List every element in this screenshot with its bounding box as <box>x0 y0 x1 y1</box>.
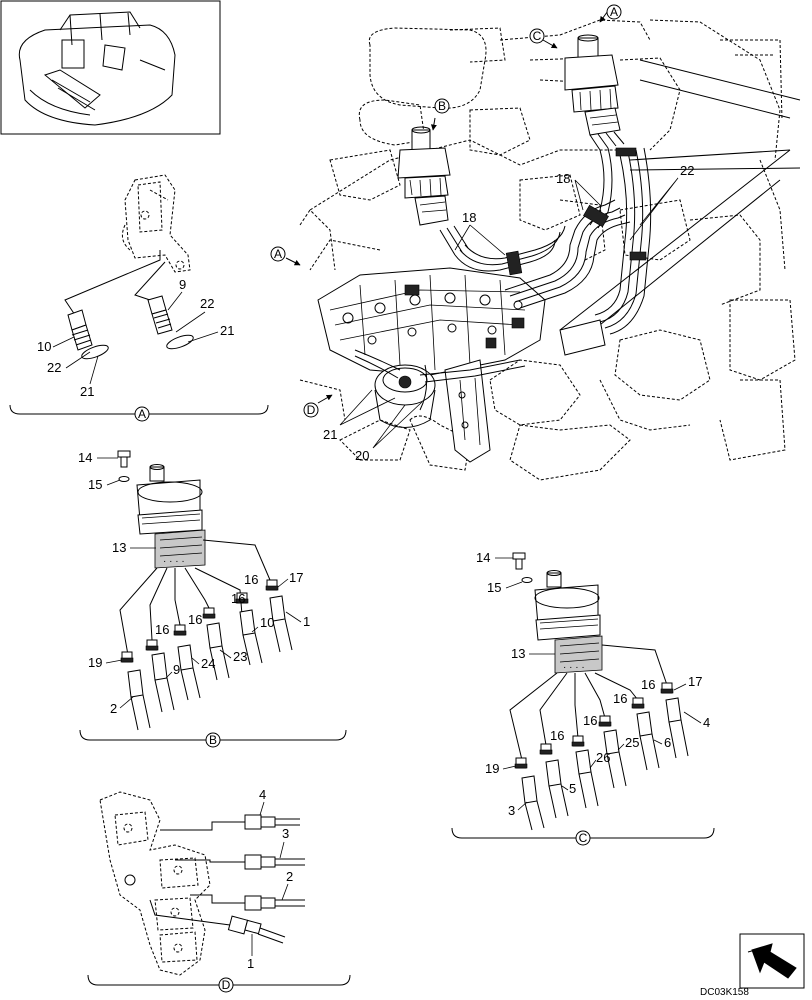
view-b-callout-16-c: 16 <box>188 612 202 627</box>
view-marker-a-left-text: A <box>274 247 282 261</box>
view-c-marker-text: C <box>579 831 588 845</box>
side-plate <box>444 359 491 463</box>
view-marker-c <box>529 28 545 44</box>
view-marker-c-text: C <box>533 29 542 43</box>
forward-direction-symbol <box>739 933 805 989</box>
view-marker-b <box>434 98 450 114</box>
view-d-marker-text: D <box>222 978 231 992</box>
pilot-valve-b <box>397 126 451 226</box>
view-b-callout-16-a: 16 <box>244 572 258 587</box>
arrow-a-left <box>285 257 301 266</box>
view-marker-d <box>303 402 319 418</box>
hose-clamp <box>629 251 647 261</box>
view-b-callout-16-d: 16 <box>155 622 169 637</box>
view-a-callout-21-right: 21 <box>220 323 234 338</box>
view-c-callout-26: 26 <box>596 750 610 765</box>
view-marker-d-text: D <box>307 403 316 417</box>
view-b-callout-23: 23 <box>233 649 247 664</box>
view-b-marker-text: B <box>209 733 217 747</box>
view-b-callout-1: 1 <box>303 614 310 629</box>
arrow-c <box>542 39 558 49</box>
view-marker-a-top-text: A <box>610 5 618 19</box>
view-b-body-marks: · · · · <box>163 556 185 567</box>
view-c-callout-17: 17 <box>688 674 702 689</box>
view-c-hose-ends <box>521 697 689 831</box>
view-b-callout-15: 15 <box>88 477 102 492</box>
view-b-hose-ends <box>127 595 293 731</box>
callout-18-right: 18 <box>556 171 570 186</box>
view-b-fittings <box>120 579 279 663</box>
view-c-callout-25: 25 <box>625 735 639 750</box>
arrow-d <box>317 394 333 404</box>
view-c-callout-16-b: 16 <box>613 691 627 706</box>
view-b-callout-10: 10 <box>260 615 274 630</box>
machine-thumbnail <box>0 0 221 135</box>
view-a-callout-10: 10 <box>37 339 51 354</box>
view-b: · · · · <box>78 450 347 748</box>
callout-21: 21 <box>323 427 337 442</box>
view-d-callout-3: 3 <box>282 826 289 841</box>
arrow-b <box>430 117 437 131</box>
view-a-marker-text: A <box>138 407 146 421</box>
view-d-callout-2: 2 <box>286 869 293 884</box>
view-b-callout-2: 2 <box>110 701 117 716</box>
callout-20: 20 <box>355 448 369 463</box>
view-c-callout-5: 5 <box>569 781 576 796</box>
drawing-code: DC03K158 <box>700 987 749 998</box>
view-c-callout-19: 19 <box>485 761 499 776</box>
thumbnail-frame <box>0 0 221 135</box>
view-b-callout-24: 24 <box>201 656 215 671</box>
view-d-callout-1: 1 <box>247 956 254 971</box>
hose-clamp <box>583 204 609 228</box>
view-marker-b-text: B <box>438 99 446 113</box>
view-c-callout-3: 3 <box>508 803 515 818</box>
view-b-callout-13: 13 <box>112 540 126 555</box>
view-b-callout-19: 19 <box>88 655 102 670</box>
hose-clamp <box>505 250 523 276</box>
pilot-valve-c <box>564 34 625 151</box>
view-a-callout-22-top: 22 <box>200 296 214 311</box>
view-c-callout-13: 13 <box>511 646 525 661</box>
view-c-callout-14: 14 <box>476 550 490 565</box>
view-b-callout-9: 9 <box>173 662 180 677</box>
view-c-callout-16-c: 16 <box>583 713 597 728</box>
callout-18-left: 18 <box>462 210 476 225</box>
mounting-bracket <box>559 319 606 356</box>
view-d-callout-4: 4 <box>259 787 266 802</box>
view-d: 4 3 2 1 D <box>87 787 351 993</box>
view-d-marker <box>218 977 234 993</box>
view-b-callout-17: 17 <box>289 570 303 585</box>
view-c-marker <box>575 830 591 846</box>
view-a-callout-22-bottom: 22 <box>47 360 61 375</box>
view-a: 9 22 21 10 22 21 A <box>9 174 269 422</box>
view-c-callout-16-a: 16 <box>641 677 655 692</box>
view-c-callout-4: 4 <box>703 715 710 730</box>
control-valve <box>317 267 546 376</box>
view-b-callout-16-b: 16 <box>231 591 245 606</box>
hose-clamp <box>615 147 637 157</box>
view-c: · · · · <box>451 550 715 846</box>
view-c-body-marks: · · · · <box>563 662 585 673</box>
view-marker-a-top <box>606 4 622 20</box>
view-c-callout-6: 6 <box>664 735 671 750</box>
view-c-fittings <box>514 682 674 769</box>
callout-22: 22 <box>680 163 694 178</box>
view-a-callout-9: 9 <box>179 277 186 292</box>
view-c-callout-16-d: 16 <box>550 728 564 743</box>
view-a-callout-21-bottom: 21 <box>80 384 94 399</box>
view-a-marker <box>134 406 150 422</box>
view-d-fittings <box>227 814 305 944</box>
view-marker-a-left <box>270 246 286 262</box>
view-c-callout-15: 15 <box>487 580 501 595</box>
main-overview-view: A B C A D 18 18 22 21 20 <box>270 4 801 481</box>
view-b-callout-14: 14 <box>78 450 92 465</box>
view-b-marker <box>205 732 221 748</box>
